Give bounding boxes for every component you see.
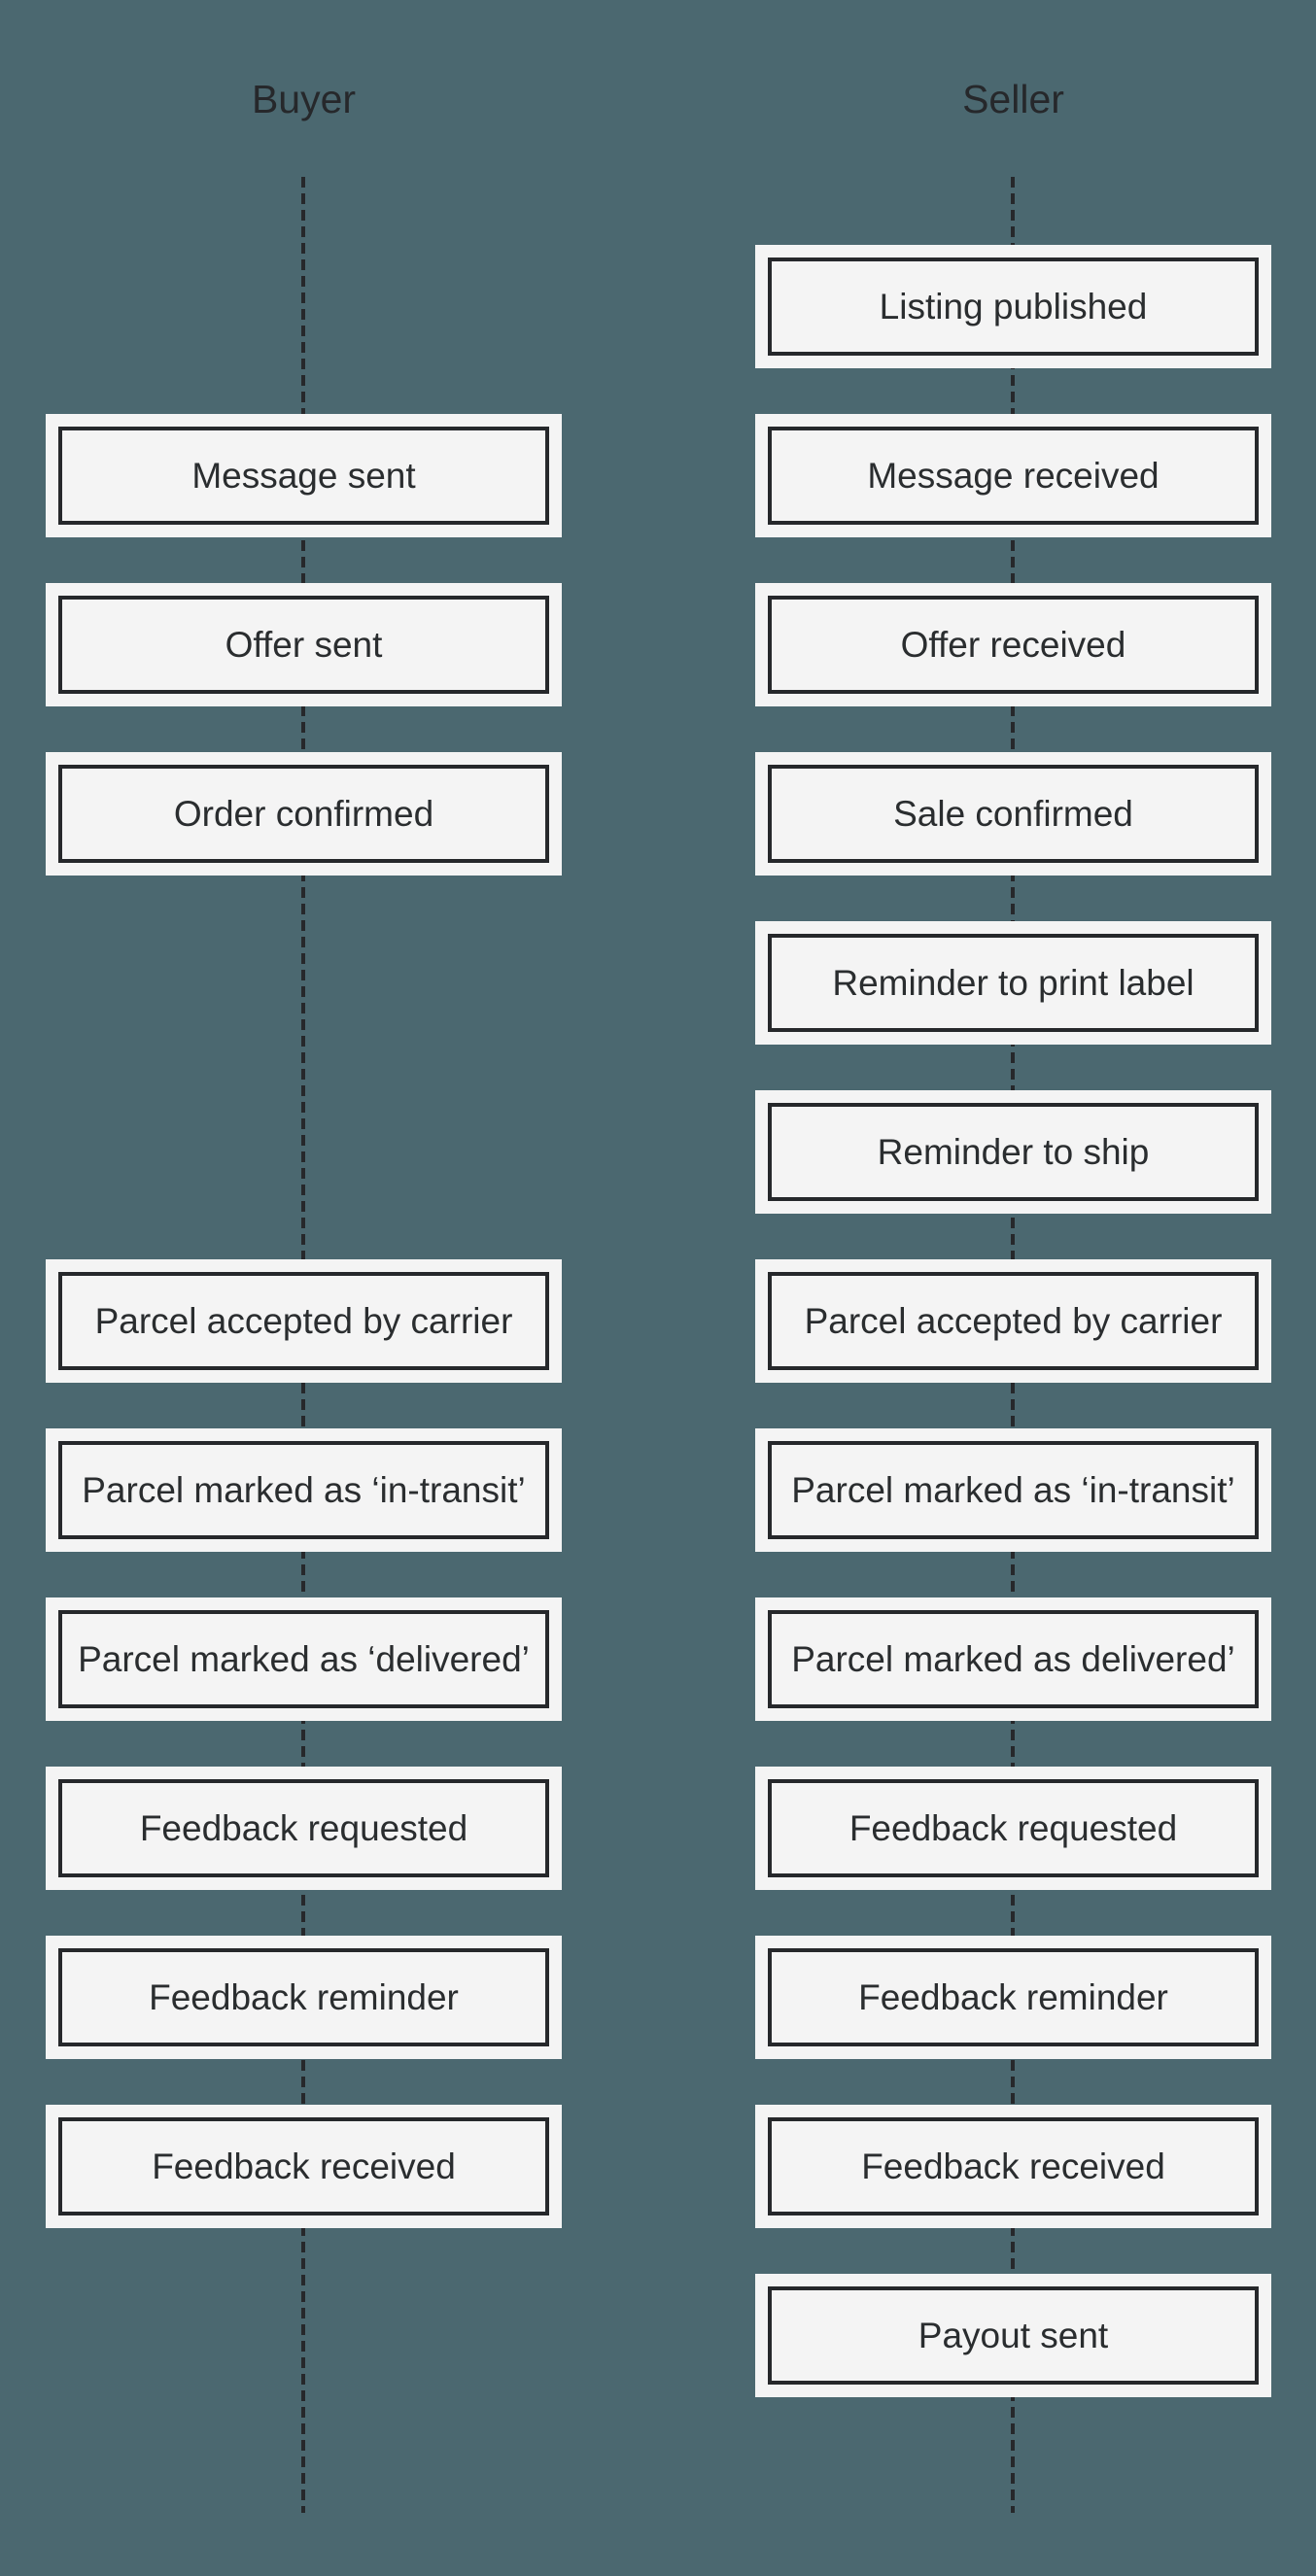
event-box-frame: Feedback received [58, 2117, 549, 2215]
event-label: Reminder to ship [877, 1131, 1150, 1172]
event-box-frame: Parcel accepted by carrier [58, 1272, 549, 1370]
seller-event-sale-confirmed: Sale confirmed [755, 752, 1271, 876]
buyer-event-order-confirmed: Order confirmed [46, 752, 562, 876]
buyer-event-feedback-requested: Feedback requested [46, 1767, 562, 1890]
event-box-frame: Reminder to print label [768, 934, 1259, 1032]
event-label: Feedback requested [848, 1807, 1178, 1848]
event-label: Feedback received [861, 2146, 1165, 2186]
event-box-frame: Payout sent [768, 2286, 1259, 2385]
event-label: Feedback reminder [858, 1976, 1168, 2017]
buyer-event-parcel-accepted: Parcel accepted by carrier [46, 1259, 562, 1383]
event-label: Message sent [191, 455, 416, 496]
event-label: Listing published [879, 286, 1148, 326]
event-label: Feedback reminder [149, 1976, 459, 2017]
seller-event-message-received: Message received [755, 414, 1271, 537]
event-box-frame: Sale confirmed [768, 765, 1259, 863]
event-label: Parcel accepted by carrier [94, 1300, 513, 1341]
event-box-frame: Parcel marked as ‘in-transit’ [58, 1441, 549, 1539]
event-box-frame: Feedback reminder [768, 1948, 1259, 2046]
buyer-column-title: Buyer [251, 77, 357, 121]
event-label: Parcel marked as ‘in-transit’ [82, 1469, 526, 1510]
event-label: Offer received [900, 624, 1126, 665]
event-box-frame: Order confirmed [58, 765, 549, 863]
seller-event-listing-published: Listing published [755, 245, 1271, 368]
event-box-frame: Feedback requested [58, 1779, 549, 1877]
event-box-frame: Parcel marked as delivered’ [768, 1610, 1259, 1708]
seller-event-parcel-delivered: Parcel marked as delivered’ [755, 1597, 1271, 1721]
seller-event-feedback-reminder: Feedback reminder [755, 1936, 1271, 2059]
event-label: Offer sent [225, 624, 383, 665]
event-label: Feedback requested [139, 1807, 468, 1848]
event-box-frame: Parcel marked as ‘delivered’ [58, 1610, 549, 1708]
event-box-frame: Parcel accepted by carrier [768, 1272, 1259, 1370]
event-box-frame: Feedback reminder [58, 1948, 549, 2046]
seller-event-reminder-print-label: Reminder to print label [755, 921, 1271, 1045]
event-label: Parcel marked as ‘in-transit’ [791, 1469, 1235, 1510]
buyer-event-parcel-delivered: Parcel marked as ‘delivered’ [46, 1597, 562, 1721]
event-box-frame: Feedback received [768, 2117, 1259, 2215]
buyer-event-feedback-reminder: Feedback reminder [46, 1936, 562, 2059]
event-box-frame: Reminder to ship [768, 1103, 1259, 1201]
event-label: Parcel marked as ‘delivered’ [78, 1638, 530, 1679]
event-box-frame: Parcel marked as ‘in-transit’ [768, 1441, 1259, 1539]
seller-event-reminder-ship: Reminder to ship [755, 1090, 1271, 1214]
buyer-event-feedback-received: Feedback received [46, 2105, 562, 2228]
event-label: Parcel marked as delivered’ [791, 1638, 1235, 1679]
seller-event-parcel-accepted: Parcel accepted by carrier [755, 1259, 1271, 1383]
seller-event-payout-sent: Payout sent [755, 2274, 1271, 2397]
buyer-event-offer-sent: Offer sent [46, 583, 562, 706]
event-box-frame: Listing published [768, 258, 1259, 356]
event-label: Message received [867, 455, 1160, 496]
event-label: Feedback received [152, 2146, 456, 2186]
event-box-frame: Feedback requested [768, 1779, 1259, 1877]
event-box-frame: Message sent [58, 427, 549, 525]
seller-event-feedback-requested: Feedback requested [755, 1767, 1271, 1890]
event-label: Sale confirmed [893, 793, 1133, 834]
seller-event-parcel-in-transit: Parcel marked as ‘in-transit’ [755, 1428, 1271, 1552]
event-box-frame: Offer received [768, 596, 1259, 694]
event-label: Reminder to print label [832, 962, 1195, 1003]
event-label: Parcel accepted by carrier [804, 1300, 1223, 1341]
buyer-event-message-sent: Message sent [46, 414, 562, 537]
event-label: Payout sent [918, 2315, 1109, 2355]
seller-event-feedback-received: Feedback received [755, 2105, 1271, 2228]
event-box-frame: Offer sent [58, 596, 549, 694]
event-box-frame: Message received [768, 427, 1259, 525]
event-label: Order confirmed [173, 793, 434, 834]
seller-column-title: Seller [962, 77, 1064, 121]
buyer-event-parcel-in-transit: Parcel marked as ‘in-transit’ [46, 1428, 562, 1552]
seller-event-offer-received: Offer received [755, 583, 1271, 706]
